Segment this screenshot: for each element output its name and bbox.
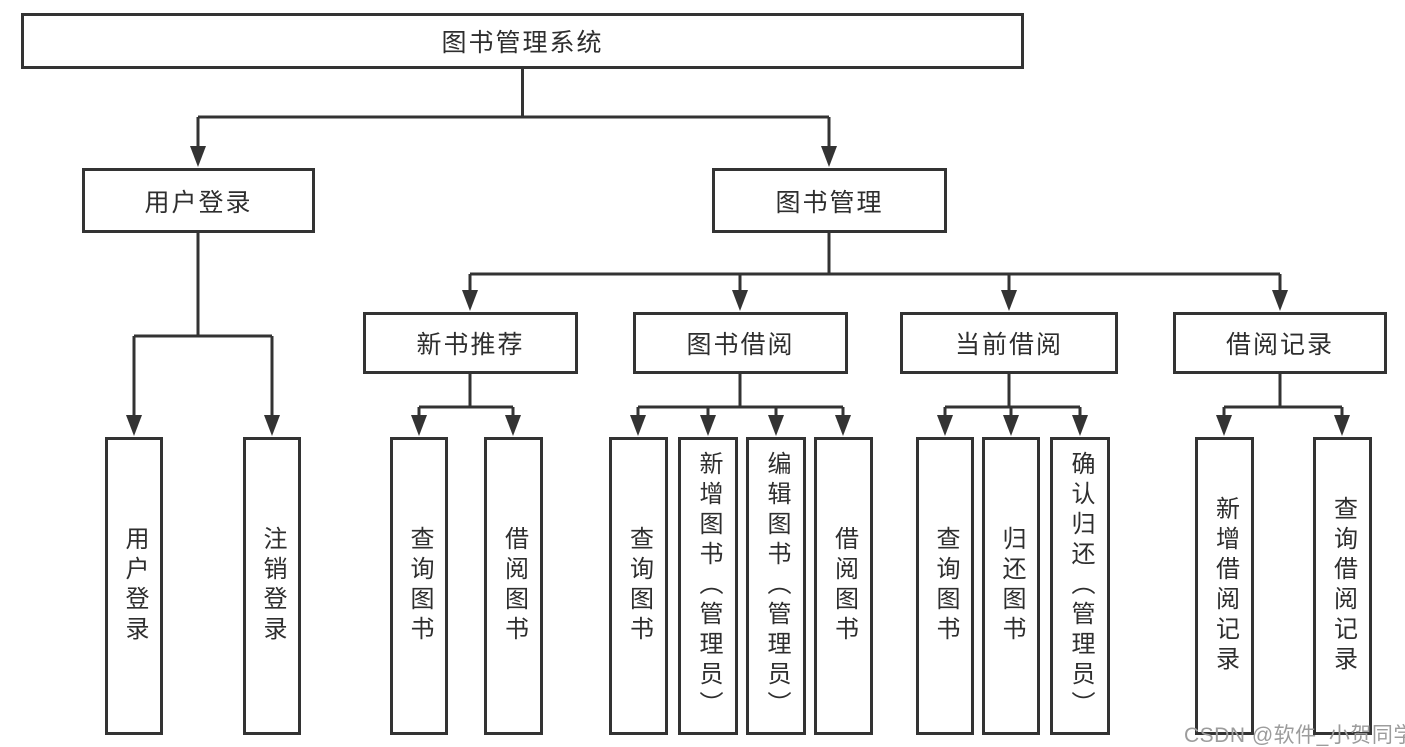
node-user-login: 用户登录 xyxy=(82,168,315,233)
leaf-nb-query-books: 查询图书 xyxy=(390,437,448,735)
csdn-watermark: CSDN @软件_小贺同学 xyxy=(1184,724,1405,747)
connector-lines xyxy=(132,69,1344,419)
leaf-logout: 注销登录 xyxy=(243,437,301,735)
node-label: 当前借阅 xyxy=(954,331,1063,359)
leaf-label: 归还图书 xyxy=(998,526,1025,646)
node-label: 借阅记录 xyxy=(1225,331,1334,359)
leaf-label: 确认归还（管理员） xyxy=(1067,451,1094,721)
leaf-label: 借阅图书 xyxy=(500,526,528,646)
leaf-label: 新增借阅记录 xyxy=(1211,496,1239,676)
leaf-bb-edit-books-admin: 编辑图书（管理员） xyxy=(746,437,806,735)
leaf-label: 查询图书 xyxy=(406,526,433,646)
leaf-label: 注销登录 xyxy=(259,526,286,646)
leaf-label: 新增图书（管理员） xyxy=(695,451,722,721)
leaf-bb-borrow-books: 借阅图书 xyxy=(814,437,873,735)
leaf-label: 查询借阅记录 xyxy=(1329,496,1357,676)
node-new-book-recommend: 新书推荐 xyxy=(363,312,578,374)
node-label: 用户登录 xyxy=(144,188,253,217)
leaf-label: 借阅图书 xyxy=(830,526,858,646)
node-borrow-records: 借阅记录 xyxy=(1173,312,1387,374)
leaf-cb-confirm-return-admin: 确认归还（管理员） xyxy=(1050,437,1110,735)
node-label: 图书管理系统 xyxy=(441,29,604,57)
leaf-br-query-record: 查询借阅记录 xyxy=(1313,437,1372,735)
leaf-label: 编辑图书（管理员） xyxy=(763,451,790,721)
node-label: 新书推荐 xyxy=(416,331,525,359)
leaf-nb-borrow-books: 借阅图书 xyxy=(484,437,543,735)
leaf-label: 查询图书 xyxy=(932,526,959,646)
node-label: 图书借阅 xyxy=(686,331,795,359)
node-label: 图书管理 xyxy=(775,188,884,217)
leaf-bb-add-books-admin: 新增图书（管理员） xyxy=(678,437,738,735)
node-current-borrow: 当前借阅 xyxy=(900,312,1118,374)
leaf-cb-return-books: 归还图书 xyxy=(982,437,1040,735)
leaf-user-login: 用户登录 xyxy=(105,437,163,735)
leaf-label: 用户登录 xyxy=(121,526,148,646)
leaf-br-add-record: 新增借阅记录 xyxy=(1195,437,1254,735)
node-book-management: 图书管理 xyxy=(712,168,947,233)
node-book-borrow: 图书借阅 xyxy=(633,312,848,374)
leaf-label: 查询图书 xyxy=(625,526,653,646)
arrowheads xyxy=(126,146,1350,436)
leaf-cb-query-books: 查询图书 xyxy=(916,437,974,735)
leaf-bb-query-books: 查询图书 xyxy=(609,437,668,735)
node-library-system-root: 图书管理系统 xyxy=(21,13,1024,69)
